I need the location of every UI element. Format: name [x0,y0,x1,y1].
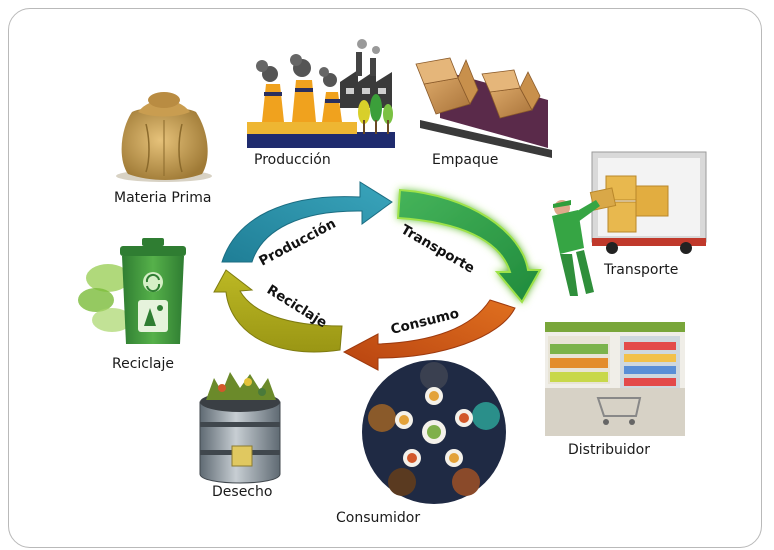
factory-icon [247,39,395,148]
truck-worker-icon [552,151,707,296]
packaging-boxes-icon [415,57,552,158]
supermarket-icon [545,322,685,436]
stage-label-produccion: Producción [254,152,331,168]
arrow-transporte [396,188,542,304]
stage-label-materia-prima: Materia Prima [114,190,212,206]
stage-label-distribuidor: Distribuidor [568,442,650,458]
stage-label-desecho: Desecho [212,484,273,500]
arrow-consumo [342,299,516,371]
stage-label-transporte: Transporte [604,262,679,278]
recycling-bin-icon [78,238,186,344]
dining-table-icon [362,360,506,504]
stage-label-reciclaje: Reciclaje [112,356,174,372]
raw-material-sack-icon [116,92,212,182]
arrow-reciclaje [213,269,343,353]
stage-label-empaque: Empaque [432,152,499,168]
arrow-produccion [221,181,393,263]
trash-drum-icon [199,372,281,484]
stage-label-consumidor: Consumidor [336,510,421,526]
